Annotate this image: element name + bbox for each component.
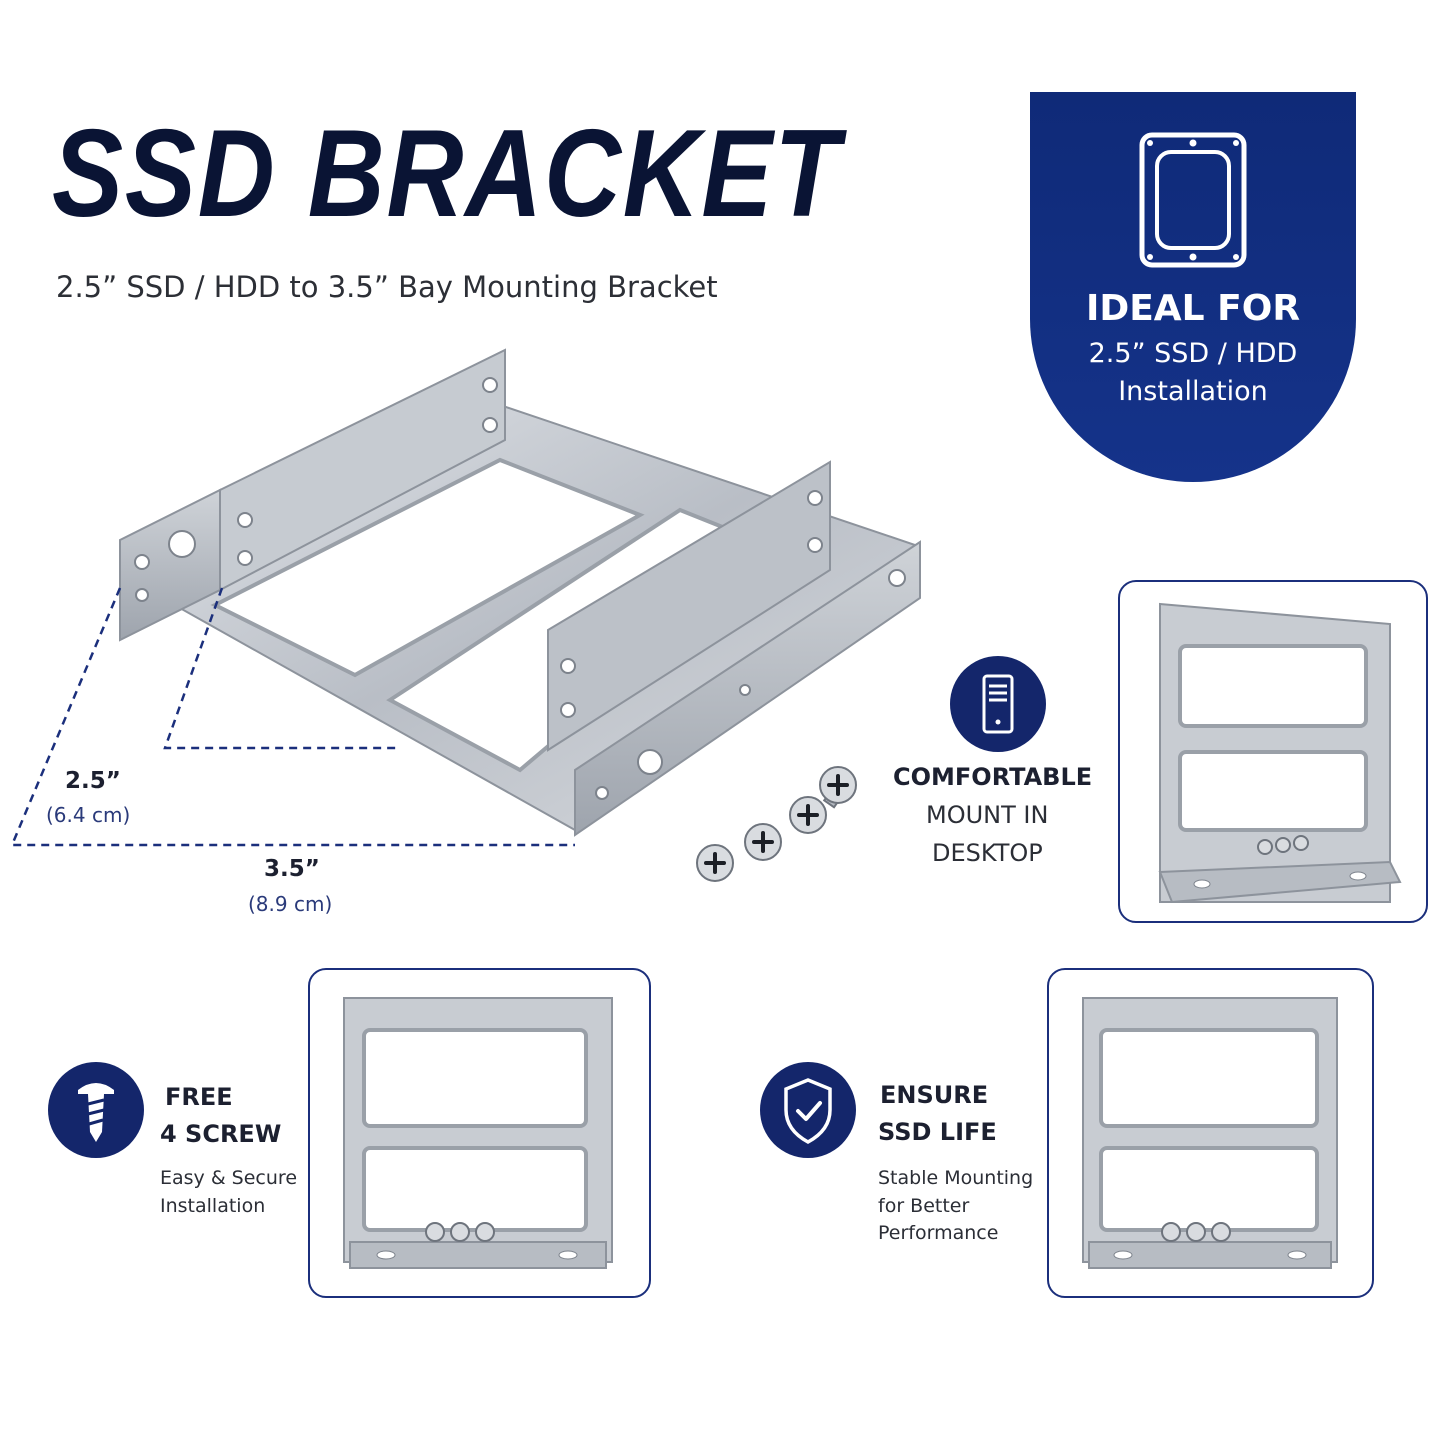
bracket-front-view-image xyxy=(343,997,613,1269)
page-title: SSD BRACKET xyxy=(52,105,842,243)
page-subtitle: 2.5” SSD / HDD to 3.5” Bay Mounting Brac… xyxy=(56,270,718,304)
length-dimension-metric: (8.9 cm) xyxy=(248,892,333,916)
desktop-feature-heading: COMFORTABLE xyxy=(893,763,1093,791)
ssd-life-feature-line-1: Stable Mounting xyxy=(878,1167,1034,1189)
width-dimension-label: 2.5” xyxy=(65,768,121,794)
ssd-life-feature-heading-1: ENSURE xyxy=(880,1081,989,1109)
ssd-life-feature-line-3: Performance xyxy=(878,1222,999,1244)
ssd-life-feature-line-2: for Better xyxy=(878,1195,970,1217)
screw-feature-badge xyxy=(48,1062,144,1158)
shield-check-icon xyxy=(784,1078,832,1144)
screw-feature-line-2: Installation xyxy=(160,1195,266,1217)
desktop-feature-line-2: DESKTOP xyxy=(932,839,1043,867)
ssd-life-feature-heading-2: SSD LIFE xyxy=(878,1118,997,1146)
screw-feature-heading-2: 4 SCREW xyxy=(160,1120,282,1148)
badge-line-2: Installation xyxy=(1118,376,1268,407)
screw-feature-heading-1: FREE xyxy=(165,1083,233,1111)
desktop-feature-line-1: MOUNT IN xyxy=(926,801,1049,829)
desktop-tower-icon xyxy=(982,674,1014,734)
desktop-feature-badge xyxy=(950,656,1046,752)
bracket-side-view-image xyxy=(1158,602,1402,904)
width-dimension-metric: (6.4 cm) xyxy=(46,803,131,827)
bracket-hero-image xyxy=(10,348,921,882)
hard-drive-icon xyxy=(1139,132,1247,268)
ssd-life-card xyxy=(1047,968,1374,1298)
badge-heading: IDEAL FOR xyxy=(1085,288,1301,329)
bracket-front-view-image xyxy=(1082,997,1338,1269)
screws-card xyxy=(308,968,651,1298)
badge-line-1: 2.5” SSD / HDD xyxy=(1088,338,1298,369)
ideal-for-badge: IDEAL FOR 2.5” SSD / HDD Installation xyxy=(1030,92,1356,482)
length-dimension-label: 3.5” xyxy=(264,856,320,882)
screw-icon xyxy=(78,1083,114,1142)
ssd-life-feature-badge xyxy=(760,1062,856,1158)
desktop-mount-card xyxy=(1118,580,1428,923)
screw-feature-line-1: Easy & Secure xyxy=(160,1167,298,1189)
